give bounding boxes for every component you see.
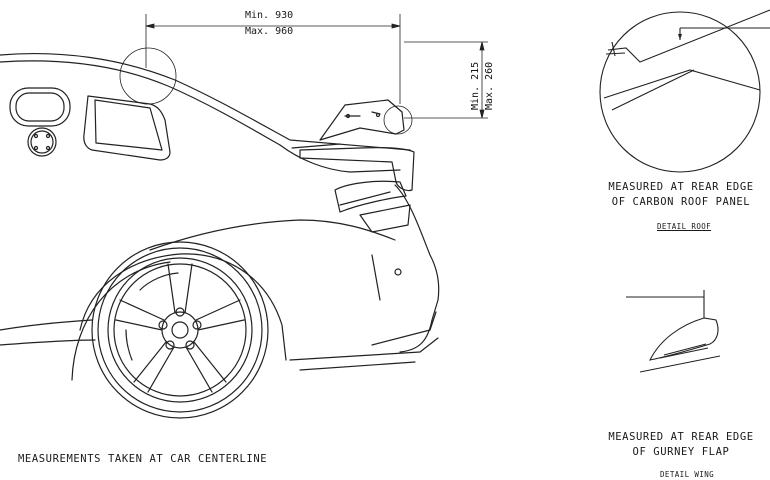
detail-roof-drawing <box>599 9 770 173</box>
dimension-lines <box>145 14 488 119</box>
detail-wing-label: DETAIL WING <box>660 470 715 479</box>
rear-wheel <box>91 241 269 419</box>
detail-wing-drawing <box>626 290 721 373</box>
detail-roof-caption: MEASURED AT REAR EDGE OF CARBON ROOF PAN… <box>596 180 766 210</box>
detail-wing-caption-line2: OF GURNEY FLAP <box>632 446 730 458</box>
detail-wing-caption-line1: MEASURED AT REAR EDGE <box>608 431 754 443</box>
detail-wing-caption: MEASURED AT REAR EDGE OF GURNEY FLAP <box>596 430 766 460</box>
rear-wing <box>291 99 415 192</box>
roof-detail-marker <box>119 47 177 105</box>
detail-roof-caption-line2: OF CARBON ROOF PANEL <box>611 196 751 208</box>
detail-roof-caption-line1: MEASURED AT REAR EDGE <box>608 181 754 193</box>
wing-detail-marker <box>383 105 413 135</box>
footer-note: MEASUREMENTS TAKEN AT CAR CENTERLINE <box>18 453 268 465</box>
car-body-outline <box>0 52 440 381</box>
dimension-max-260: Max. 260 <box>484 61 495 110</box>
dimension-max-960: Max. 960 <box>245 26 294 37</box>
dimension-min-930: Min. 930 <box>245 10 294 21</box>
dimension-min-215: Min. 215 <box>470 61 481 110</box>
detail-roof-label: DETAIL ROOF <box>657 222 712 231</box>
